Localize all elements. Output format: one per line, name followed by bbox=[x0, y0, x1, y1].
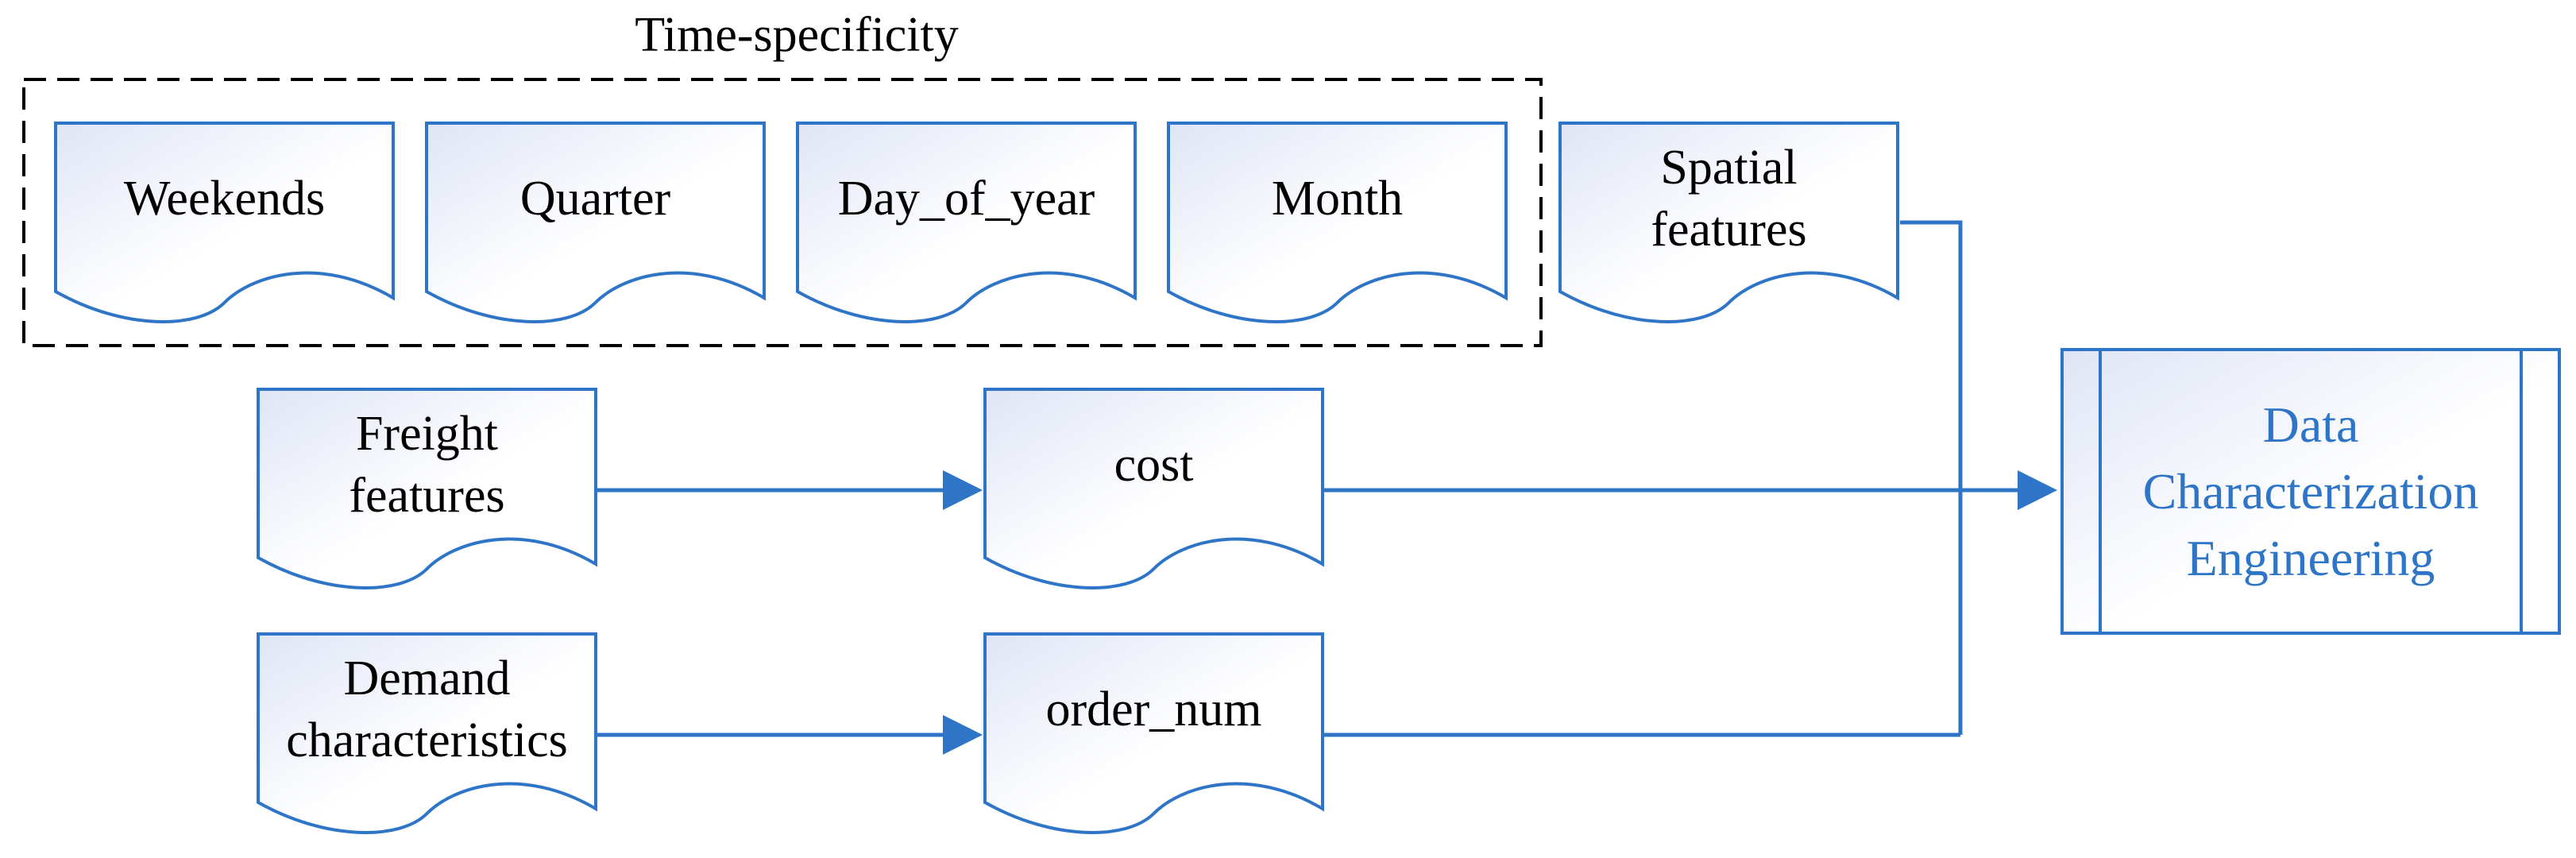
document-label-line: features bbox=[1651, 203, 1806, 257]
document-shape bbox=[257, 388, 597, 589]
document-quarter: Quarter bbox=[425, 122, 766, 323]
document-shape bbox=[1558, 122, 1899, 323]
document-label-line: characteristics bbox=[286, 713, 568, 767]
document-shape bbox=[54, 122, 395, 323]
document-label-line: Weekends bbox=[124, 172, 325, 226]
document-label-line: cost bbox=[1114, 438, 1194, 492]
document-shape bbox=[425, 122, 766, 323]
document-weekends: Weekends bbox=[54, 122, 395, 323]
document-label-line: Month bbox=[1272, 172, 1403, 226]
document-label-line: order_num bbox=[1045, 682, 1261, 736]
document-shape bbox=[257, 632, 597, 834]
target-label-line: Characterization bbox=[2143, 463, 2479, 520]
document-label-line: features bbox=[349, 469, 504, 523]
connector-spatial-to-bus bbox=[1900, 220, 1963, 735]
document-shape bbox=[983, 632, 1324, 834]
target-label-line: Engineering bbox=[2187, 530, 2435, 586]
time-specificity-group-box bbox=[22, 78, 1543, 347]
document-day-of-year: Day_of_year bbox=[796, 122, 1137, 323]
document-demand-characteristics: Demand characteristics bbox=[257, 632, 597, 834]
document-shape bbox=[983, 388, 1324, 589]
document-shape bbox=[796, 122, 1137, 323]
document-spatial-features: Spatial features bbox=[1558, 122, 1899, 323]
target-label-line: Data bbox=[2263, 396, 2359, 453]
time-specificity-title: Time-specificity bbox=[635, 8, 959, 62]
document-label-line: Spatial bbox=[1660, 141, 1797, 195]
document-label-line: Demand bbox=[343, 651, 510, 705]
document-cost: cost bbox=[983, 388, 1324, 589]
document-label-line: Freight bbox=[356, 407, 498, 461]
document-label-line: Quarter bbox=[520, 172, 671, 226]
document-label-line: Day_of_year bbox=[838, 172, 1095, 226]
document-month: Month bbox=[1167, 122, 1508, 323]
document-shape bbox=[1167, 122, 1508, 323]
document-order-num: order_num bbox=[983, 632, 1324, 834]
document-freight-features: Freight features bbox=[257, 388, 597, 589]
